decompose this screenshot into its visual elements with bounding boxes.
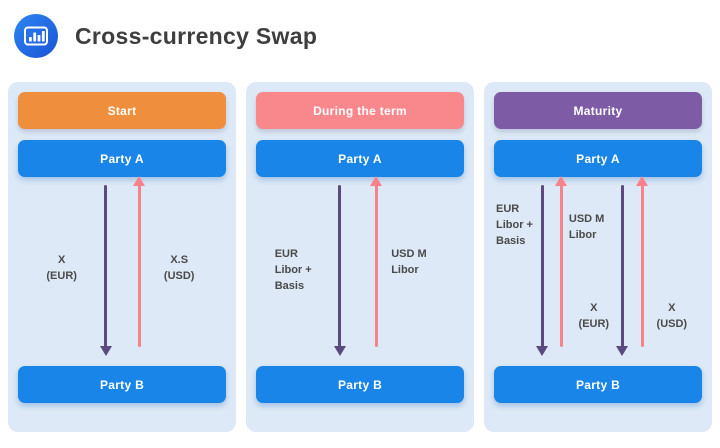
down-arrow-icon [540, 185, 544, 347]
stage-badge-during-term: During the term [256, 92, 464, 129]
flow-area: EUR Libor + Basis USD M Libor X (EUR) X … [494, 177, 702, 366]
party-b-box: Party B [18, 366, 226, 403]
down-arrow-icon [104, 185, 108, 347]
header: Cross-currency Swap [0, 0, 720, 82]
up-arrow-icon [374, 185, 378, 347]
party-a-box: Party A [18, 140, 226, 177]
flow-area: EUR Libor + Basis USD M Libor [256, 177, 464, 366]
flow-label-eur-libor-basis: EUR Libor + Basis [496, 203, 533, 247]
flow-label-eur-libor-basis: EUR Libor + Basis [274, 248, 312, 292]
down-arrow-icon [338, 185, 342, 347]
panels-row: Start Party A X (EUR) X.S (USD) Party B … [0, 82, 720, 432]
flow-label-usd-m-libor: USD M Libor [568, 213, 605, 241]
flow-area: X (EUR) X.S (USD) [18, 177, 226, 366]
flow-label-xs-usd: X.S (USD) [163, 254, 195, 282]
up-arrow-icon [640, 185, 644, 347]
flow-label-x-eur: X (EUR) [46, 254, 77, 282]
up-arrow-icon [559, 185, 563, 347]
flow-label-x-usd: X (USD) [656, 302, 688, 330]
bar-chart-icon [14, 14, 58, 58]
party-b-box: Party B [256, 366, 464, 403]
stage-badge-maturity: Maturity [494, 92, 702, 129]
panel-maturity: Maturity Party A EUR Libor + Basis USD M… [484, 82, 712, 432]
down-arrow-icon [620, 185, 624, 347]
up-arrow-icon [137, 185, 141, 347]
page-title: Cross-currency Swap [75, 22, 318, 49]
panel-during-term: During the term Party A EUR Libor + Basi… [246, 82, 474, 432]
flow-label-x-eur: X (EUR) [578, 302, 610, 330]
flow-label-usd-m-libor: USD M Libor [391, 248, 427, 276]
party-a-box: Party A [494, 140, 702, 177]
party-a-box: Party A [256, 140, 464, 177]
panel-start: Start Party A X (EUR) X.S (USD) Party B [8, 82, 236, 432]
stage-badge-start: Start [18, 92, 226, 129]
party-b-box: Party B [494, 366, 702, 403]
